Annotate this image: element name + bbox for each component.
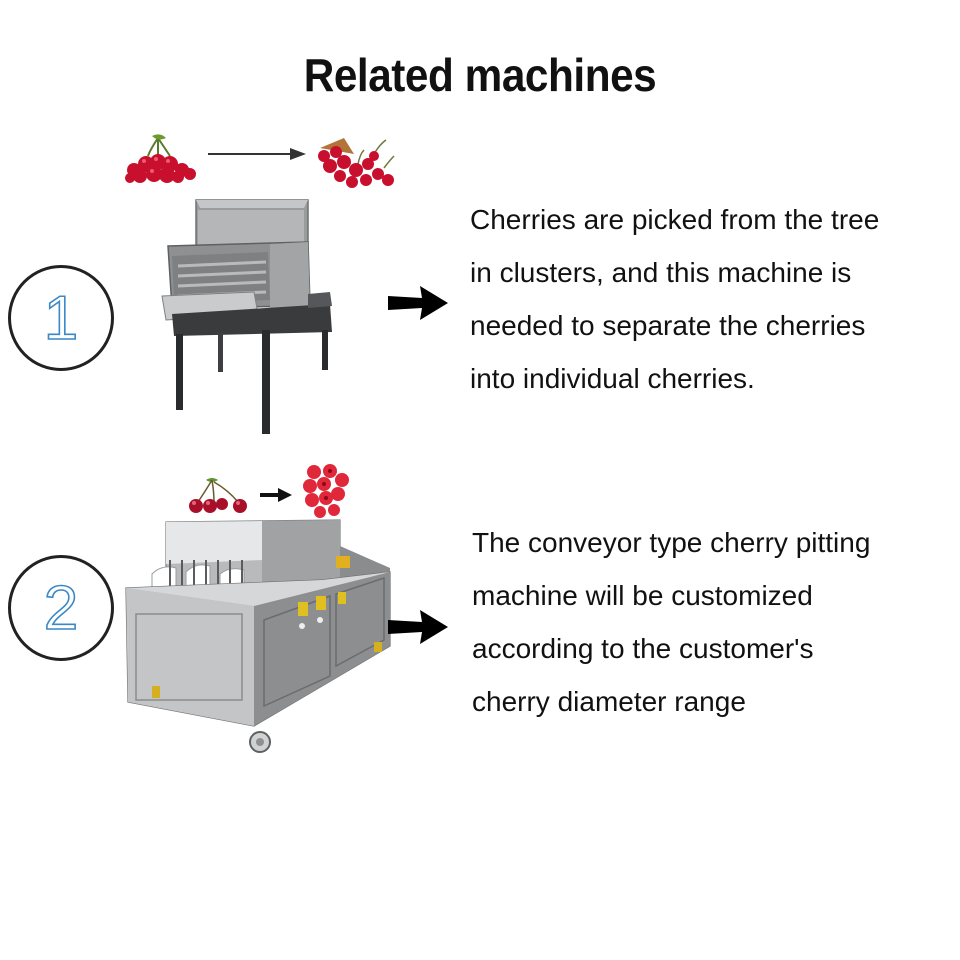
description-line: machine will be customized bbox=[472, 580, 813, 611]
description-line: in clusters, and this machine is bbox=[470, 257, 852, 288]
description-line: cherry diameter range bbox=[472, 686, 746, 717]
description-line: according to the customer's bbox=[472, 633, 814, 664]
bold-arrow-icon bbox=[388, 610, 450, 644]
description-line: needed to separate the cherries bbox=[470, 310, 866, 341]
cherries-with-stems-icon bbox=[186, 476, 252, 516]
step-2-number: 2 bbox=[43, 573, 79, 644]
step-2-description: The conveyor type cherry pitting machine… bbox=[472, 516, 870, 728]
page-title: Related machines bbox=[303, 49, 657, 101]
bold-arrow-icon bbox=[388, 286, 450, 320]
cherry-cluster-icon bbox=[120, 134, 200, 186]
step-1-number: 1 bbox=[43, 283, 79, 354]
cherries-separated-icon bbox=[314, 134, 400, 190]
arrow-right-icon bbox=[260, 488, 292, 502]
pitting-machine-image bbox=[122, 516, 394, 756]
step-2-badge: 2 bbox=[8, 555, 114, 661]
arrow-right-icon bbox=[208, 147, 308, 161]
step-1-description: Cherries are picked from the tree in clu… bbox=[470, 193, 879, 405]
pitted-cherries-icon bbox=[300, 462, 352, 520]
description-line: Cherries are picked from the tree bbox=[470, 204, 880, 235]
destemmer-machine-image bbox=[158, 196, 338, 436]
description-line: The conveyor type cherry pitting bbox=[472, 527, 871, 558]
description-line: into individual cherries. bbox=[470, 363, 755, 394]
step-1-badge: 1 bbox=[8, 265, 114, 371]
